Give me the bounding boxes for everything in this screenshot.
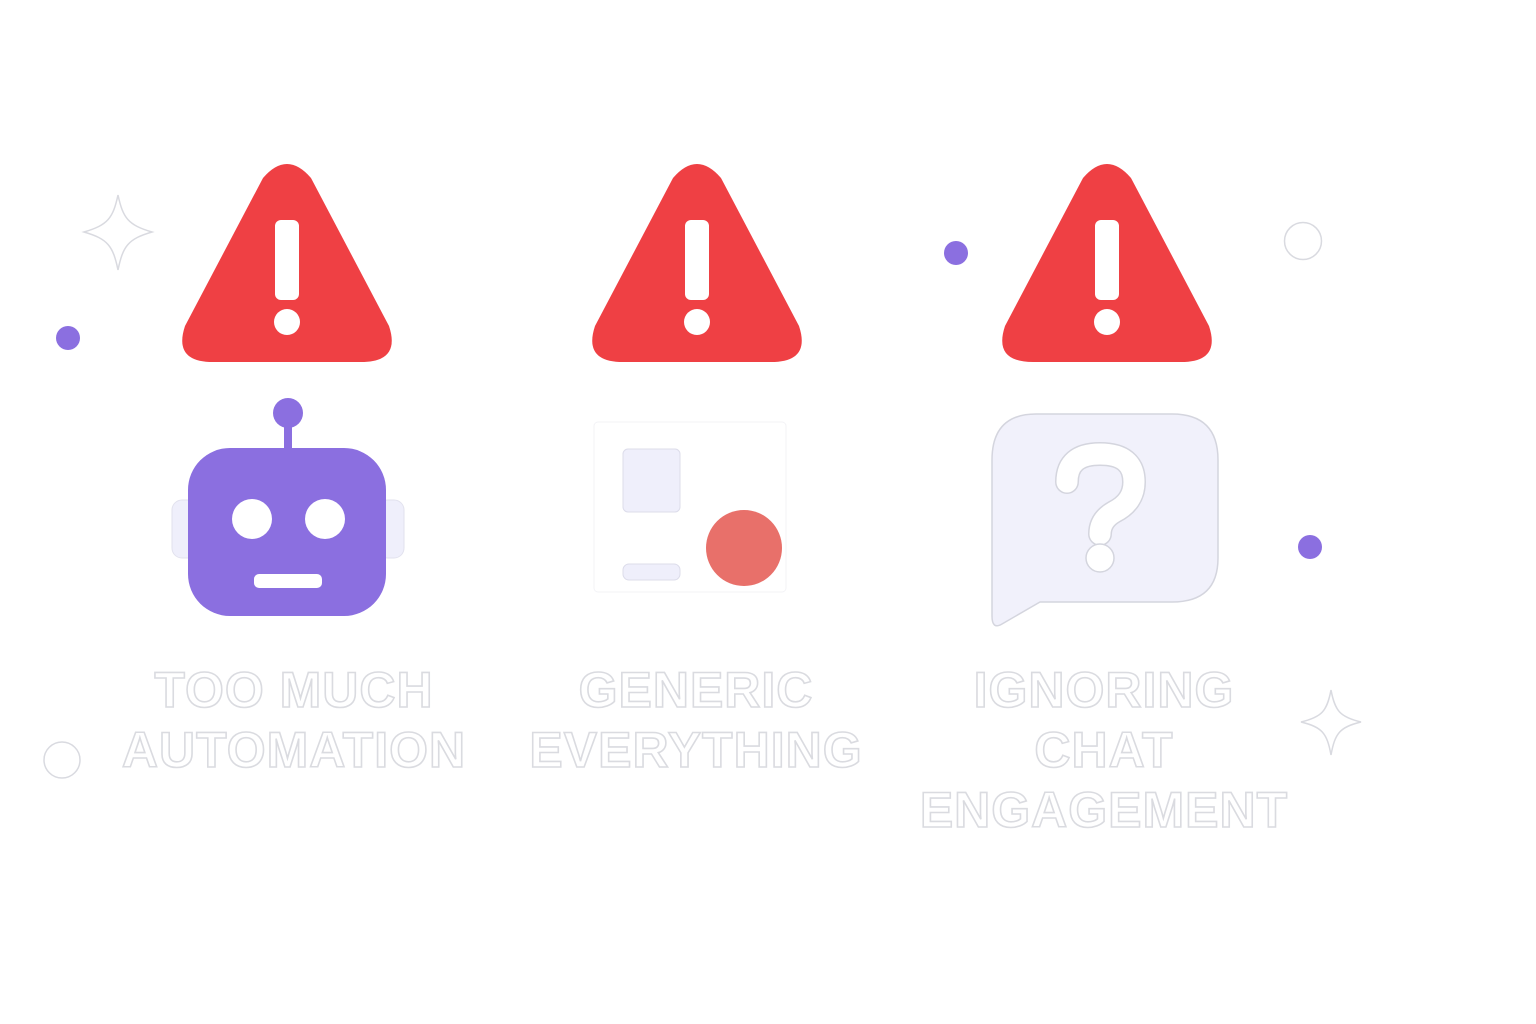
warning-triangle-icon bbox=[592, 164, 802, 362]
title-line: CHAT bbox=[1034, 721, 1174, 779]
question-chat-bubble-icon bbox=[991, 413, 1219, 627]
warning-triangle-icon bbox=[1002, 164, 1212, 362]
title-line: TOO MUCH bbox=[154, 661, 434, 719]
title-line: ENGAGEMENT bbox=[919, 781, 1289, 839]
dot-icon bbox=[1298, 535, 1322, 559]
warning-triangle-icon bbox=[182, 164, 392, 362]
ring-icon bbox=[1283, 221, 1323, 261]
title-line: AUTOMATION bbox=[121, 721, 467, 779]
title-ignoring-chat-engagement: IGNORING CHAT ENGAGEMENT bbox=[894, 660, 1314, 840]
title-line: GENERIC bbox=[578, 661, 814, 719]
dot-icon bbox=[944, 241, 968, 265]
title-generic-everything: GENERIC EVERYTHING bbox=[486, 660, 906, 780]
robot-icon bbox=[171, 398, 405, 616]
sparkle-icon bbox=[81, 194, 155, 271]
generic-layout-icon bbox=[593, 421, 787, 593]
title-line: IGNORING bbox=[973, 661, 1235, 719]
title-line: EVERYTHING bbox=[529, 721, 863, 779]
dot-icon bbox=[56, 326, 80, 350]
sparkle-icon bbox=[1300, 689, 1362, 756]
ring-icon bbox=[43, 741, 81, 779]
title-too-much-automation: TOO MUCH AUTOMATION bbox=[84, 660, 504, 780]
